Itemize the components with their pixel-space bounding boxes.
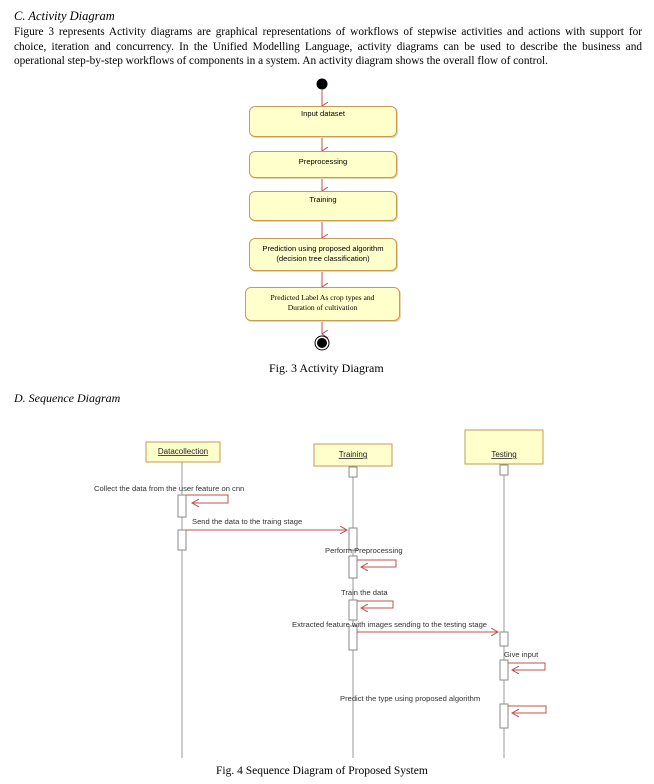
activation-bar [348, 527, 358, 551]
activity-step-prediction: Prediction using proposed algorithm (dec… [249, 238, 397, 271]
activation-bar [499, 464, 509, 476]
section-c-paragraph: Figure 3 represents Activity diagrams ar… [14, 26, 642, 67]
activity-step-label: Predicted Label As crop types and Durati… [270, 293, 375, 312]
sequence-diagram: Datacollection Training Testing Collect … [94, 429, 547, 758]
self-message-arrow [508, 662, 546, 670]
object-label-testing: Testing [491, 450, 516, 459]
object-label-datacollection: Datacollection [158, 447, 208, 456]
figure-3-caption: Fig. 3 Activity Diagram [269, 361, 384, 375]
self-message-arrow [186, 494, 229, 503]
activity-step-label: Input dataset [301, 109, 345, 118]
sequence-message: Perform Preprocessing [325, 546, 403, 555]
activation-bar [348, 599, 358, 621]
object-box-datacollection [145, 441, 221, 463]
section-d-heading: D. Sequence Diagram [14, 391, 121, 405]
activation-bar [177, 529, 187, 551]
activation-bar [499, 631, 509, 647]
activity-diagram-connectors [314, 78, 330, 351]
activity-step-label: Preprocessing [298, 157, 348, 166]
sequence-message: Train the data [341, 588, 388, 597]
object-box-testing [464, 429, 544, 465]
activation-bar [499, 703, 509, 729]
self-message-arrow [357, 559, 397, 567]
activation-bar [499, 659, 509, 681]
sequence-message: Collect the data from the user feature o… [94, 484, 244, 493]
activation-bar [348, 466, 358, 478]
activity-step-label: Training [309, 195, 337, 204]
activity-start-node [316, 78, 328, 90]
activity-step-label: Prediction using proposed algorithm (dec… [262, 244, 384, 263]
activation-bar [177, 494, 187, 518]
sequence-message: Give input [504, 650, 539, 659]
activation-bar [348, 555, 358, 579]
activity-step-input-dataset: Input dataset [249, 106, 397, 137]
self-message-arrow [508, 705, 547, 713]
sequence-message: Send the data to the traing stage [192, 517, 302, 526]
figure-4-caption: Fig. 4 Sequence Diagram of Proposed Syst… [216, 765, 428, 777]
activity-step-training: Training [249, 191, 397, 221]
activity-step-preprocessing: Preprocessing [249, 151, 397, 178]
sequence-message: Extracted feature with images sending to… [292, 620, 487, 629]
activity-end-node [317, 338, 327, 348]
self-message-arrow [357, 600, 394, 608]
activity-step-predicted-label: Predicted Label As crop types and Durati… [245, 287, 400, 321]
section-c-heading: C. Activity Diagram [14, 9, 115, 23]
sequence-message: Predict the type using proposed algorith… [340, 694, 480, 703]
object-label-training: Training [339, 450, 368, 459]
activation-bar [348, 625, 358, 651]
